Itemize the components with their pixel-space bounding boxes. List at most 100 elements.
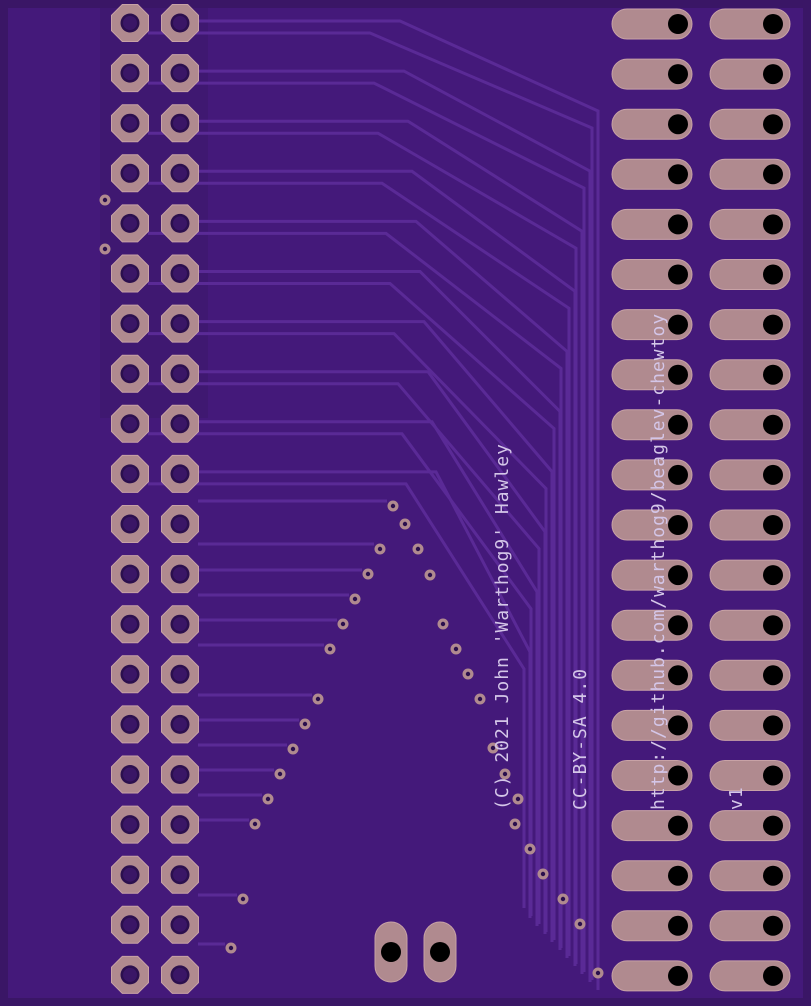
via-hole [453,646,459,652]
trace [198,370,547,934]
connector-drill [763,915,783,936]
via-hole [352,596,358,602]
header-drill-inner [173,16,187,30]
via-hole [302,721,308,727]
header-drill-inner [123,66,137,81]
header-drill-inner [123,116,137,131]
header-drill-inner [123,767,137,782]
header-drill-inner [173,66,187,81]
trace [198,19,600,990]
header-drill-inner [173,767,187,782]
via-hole [490,745,496,751]
header-drill-inner [173,917,187,932]
connector-drill [763,715,783,736]
silkscreen-copyright: (C) 2021 John 'Warthog9' Hawley [492,443,513,810]
silkscreen-url: http://github.com/warthog9/beaglev-chewt… [648,312,669,810]
header-drill-inner [173,316,187,331]
connector-drill [763,665,783,686]
via-hole [415,546,421,552]
trace [198,119,584,974]
header-drill-inner [173,166,187,181]
trace [198,169,577,966]
header-drill-inner [173,617,187,632]
via-hole [465,671,471,677]
trace [198,69,592,982]
via-hole [365,571,371,577]
connector-drill [668,715,688,736]
via-hole [102,197,108,203]
via-hole [340,621,346,627]
silkscreen-license: CC-BY-SA 4.0 [570,667,591,810]
header-drill-inner [173,667,187,682]
via-hole [377,546,383,552]
connector-drill [763,414,783,435]
via-hole [502,771,508,777]
left-pin-header [111,4,199,994]
connector-drill [668,765,688,786]
connector-drill [763,214,783,235]
connector-drill [668,515,688,535]
silkscreen-version: v1 [726,786,747,810]
via-hole [102,246,108,252]
via-hole [512,821,518,827]
connector-drill [763,14,783,34]
trace [198,420,539,926]
header-drill-inner [123,717,137,732]
header-drill-inner [123,817,137,832]
connector-drill [668,264,688,285]
header-drill-inner [173,366,187,381]
trace [198,470,532,918]
connector-drill [668,314,688,335]
via-hole [402,521,408,527]
connector-drill [763,615,783,636]
header-drill-inner [123,567,137,582]
trace [198,219,569,958]
connector-drill [668,565,688,586]
connector-drill [763,565,783,586]
header-drill-inner [173,967,187,982]
header-drill-inner [123,216,137,231]
header-drill-inner [173,867,187,882]
via-hole [515,796,521,802]
via-hole [315,696,321,702]
connector-drill [763,364,783,385]
header-drill-inner [173,817,187,832]
connector-drill [763,64,783,85]
via-hole [327,646,333,652]
header-drill-inner [173,517,187,531]
header-drill-inner [123,867,137,882]
via-hole [252,821,258,827]
mount-pads [374,921,457,983]
mount-drill [430,942,450,962]
header-drill-inner [173,266,187,281]
connector-drill [668,965,688,986]
header-drill-inner [123,917,137,932]
via-hole [390,503,396,509]
via-hole [440,621,446,627]
connector-drill [763,464,783,485]
connector-drill [668,214,688,235]
header-drill-inner [123,266,137,281]
connector-drill [668,464,688,485]
connector-drill [763,765,783,786]
header-drill-inner [123,517,137,531]
via-hole [477,696,483,702]
via-hole [265,796,271,802]
via-hole [540,871,546,877]
connector-drill [668,114,688,135]
via-hole [560,896,566,902]
via-hole [427,572,433,578]
via-hole [595,970,601,976]
connector-drill [763,815,783,836]
connector-drill [763,114,783,135]
right-edge-connector [611,8,791,992]
header-drill-inner [173,416,187,431]
connector-drill [668,865,688,886]
header-drill-inner [173,116,187,131]
header-drill-inner [123,667,137,682]
connector-drill [668,164,688,185]
header-drill-inner [123,16,137,30]
header-drill-inner [173,466,187,481]
connector-drill [668,665,688,686]
